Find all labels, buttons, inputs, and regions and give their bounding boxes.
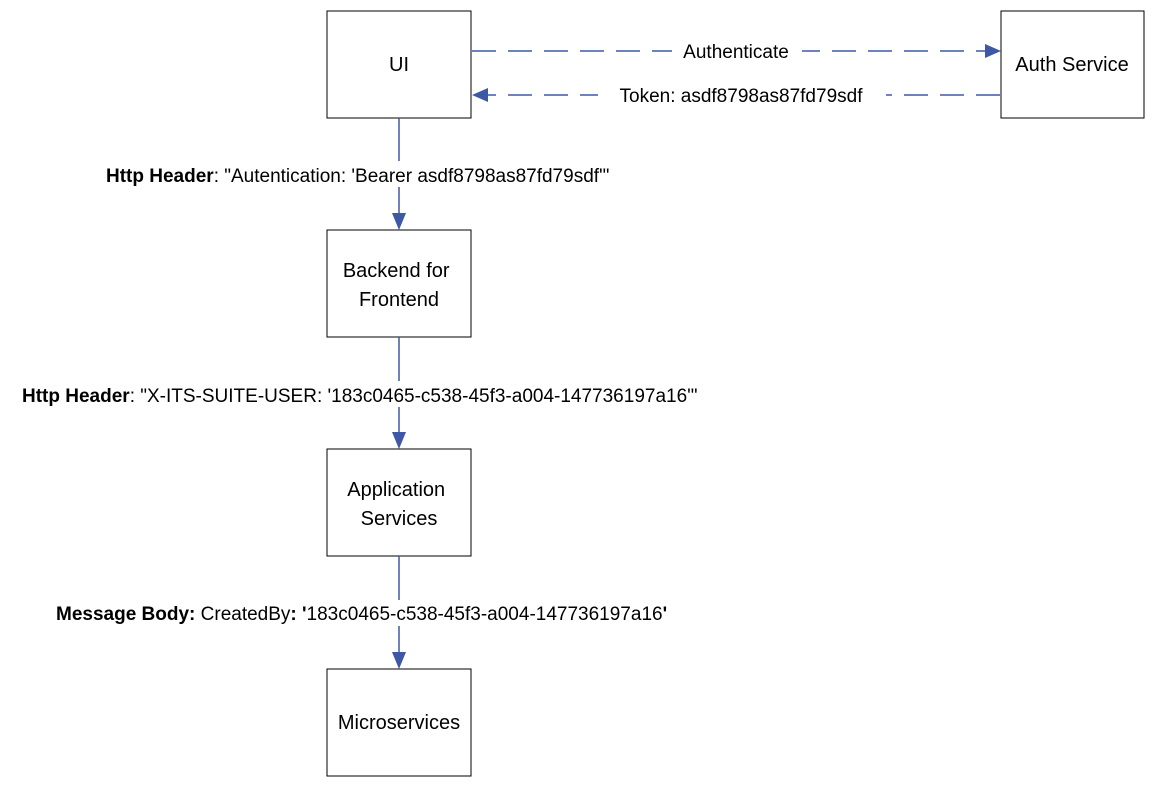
edge-bff-to-app: Http Header: "X-ITS-SUITE-USER: '183c046… <box>20 337 778 449</box>
edge-bff-to-app-label-bold: Http Header <box>22 386 130 407</box>
edge-bff-to-app-label: Http Header: "X-ITS-SUITE-USER: '183c046… <box>22 386 698 407</box>
node-backend-for-frontend-line2: Frontend <box>359 289 439 311</box>
edge-token: Token: asdf8798as87fd79sdf <box>472 83 1000 107</box>
node-microservices-label: Microservices <box>338 712 460 734</box>
edge-app-to-micro: Message Body: CreatedBy: '183c0465-c538-… <box>54 556 746 669</box>
node-application-services-line1: Application <box>347 479 445 501</box>
edge-ui-to-bff-arrow-icon <box>392 213 406 230</box>
node-auth-service[interactable]: Auth Service <box>1000 10 1145 119</box>
edge-app-to-micro-label: Message Body: CreatedBy: '183c0465-c538-… <box>56 604 667 625</box>
edge-token-label: Token: asdf8798as87fd79sdf <box>620 86 864 107</box>
node-backend-for-frontend-label: Backend for Frontend <box>343 260 455 311</box>
edge-ui-to-bff-label-text: : "Autentication: 'Bearer asdf8798as87fd… <box>214 166 610 187</box>
node-backend-for-frontend[interactable]: Backend for Frontend <box>326 229 472 338</box>
edge-ui-to-bff: Http Header: "Autentication: 'Bearer asd… <box>104 118 696 230</box>
edge-authenticate-arrow-icon <box>985 44 1001 58</box>
node-application-services-line2: Services <box>361 508 438 530</box>
edge-ui-to-bff-label: Http Header: "Autentication: 'Bearer asd… <box>106 166 609 187</box>
node-auth-service-label: Auth Service <box>1015 54 1128 76</box>
edge-authenticate: Authenticate <box>472 39 1001 63</box>
node-application-services-label: Application Services <box>347 479 450 530</box>
edge-app-to-micro-label-field: CreatedBy <box>195 604 291 625</box>
edge-app-to-micro-arrow-icon <box>392 652 406 669</box>
node-microservices[interactable]: Microservices <box>326 668 472 777</box>
node-ui[interactable]: UI <box>326 10 472 119</box>
edge-app-to-micro-label-colon: : ' <box>290 604 306 625</box>
edge-bff-to-app-arrow-icon <box>392 432 406 449</box>
edge-token-arrow-icon <box>472 88 488 102</box>
edge-app-to-micro-label-value: 183c0465-c538-45f3-a004-147736197a16 <box>307 604 663 625</box>
edge-authenticate-label: Authenticate <box>683 42 789 63</box>
node-backend-for-frontend-line1: Backend for <box>343 260 450 282</box>
edge-ui-to-bff-label-bold: Http Header <box>106 166 214 187</box>
edge-app-to-micro-label-bold: Message Body: <box>56 604 195 625</box>
node-application-services[interactable]: Application Services <box>326 448 472 557</box>
edge-bff-to-app-label-text: : "X-ITS-SUITE-USER: '183c0465-c538-45f3… <box>130 386 698 407</box>
edge-app-to-micro-label-quote: ' <box>663 604 668 625</box>
node-ui-label: UI <box>389 54 409 76</box>
